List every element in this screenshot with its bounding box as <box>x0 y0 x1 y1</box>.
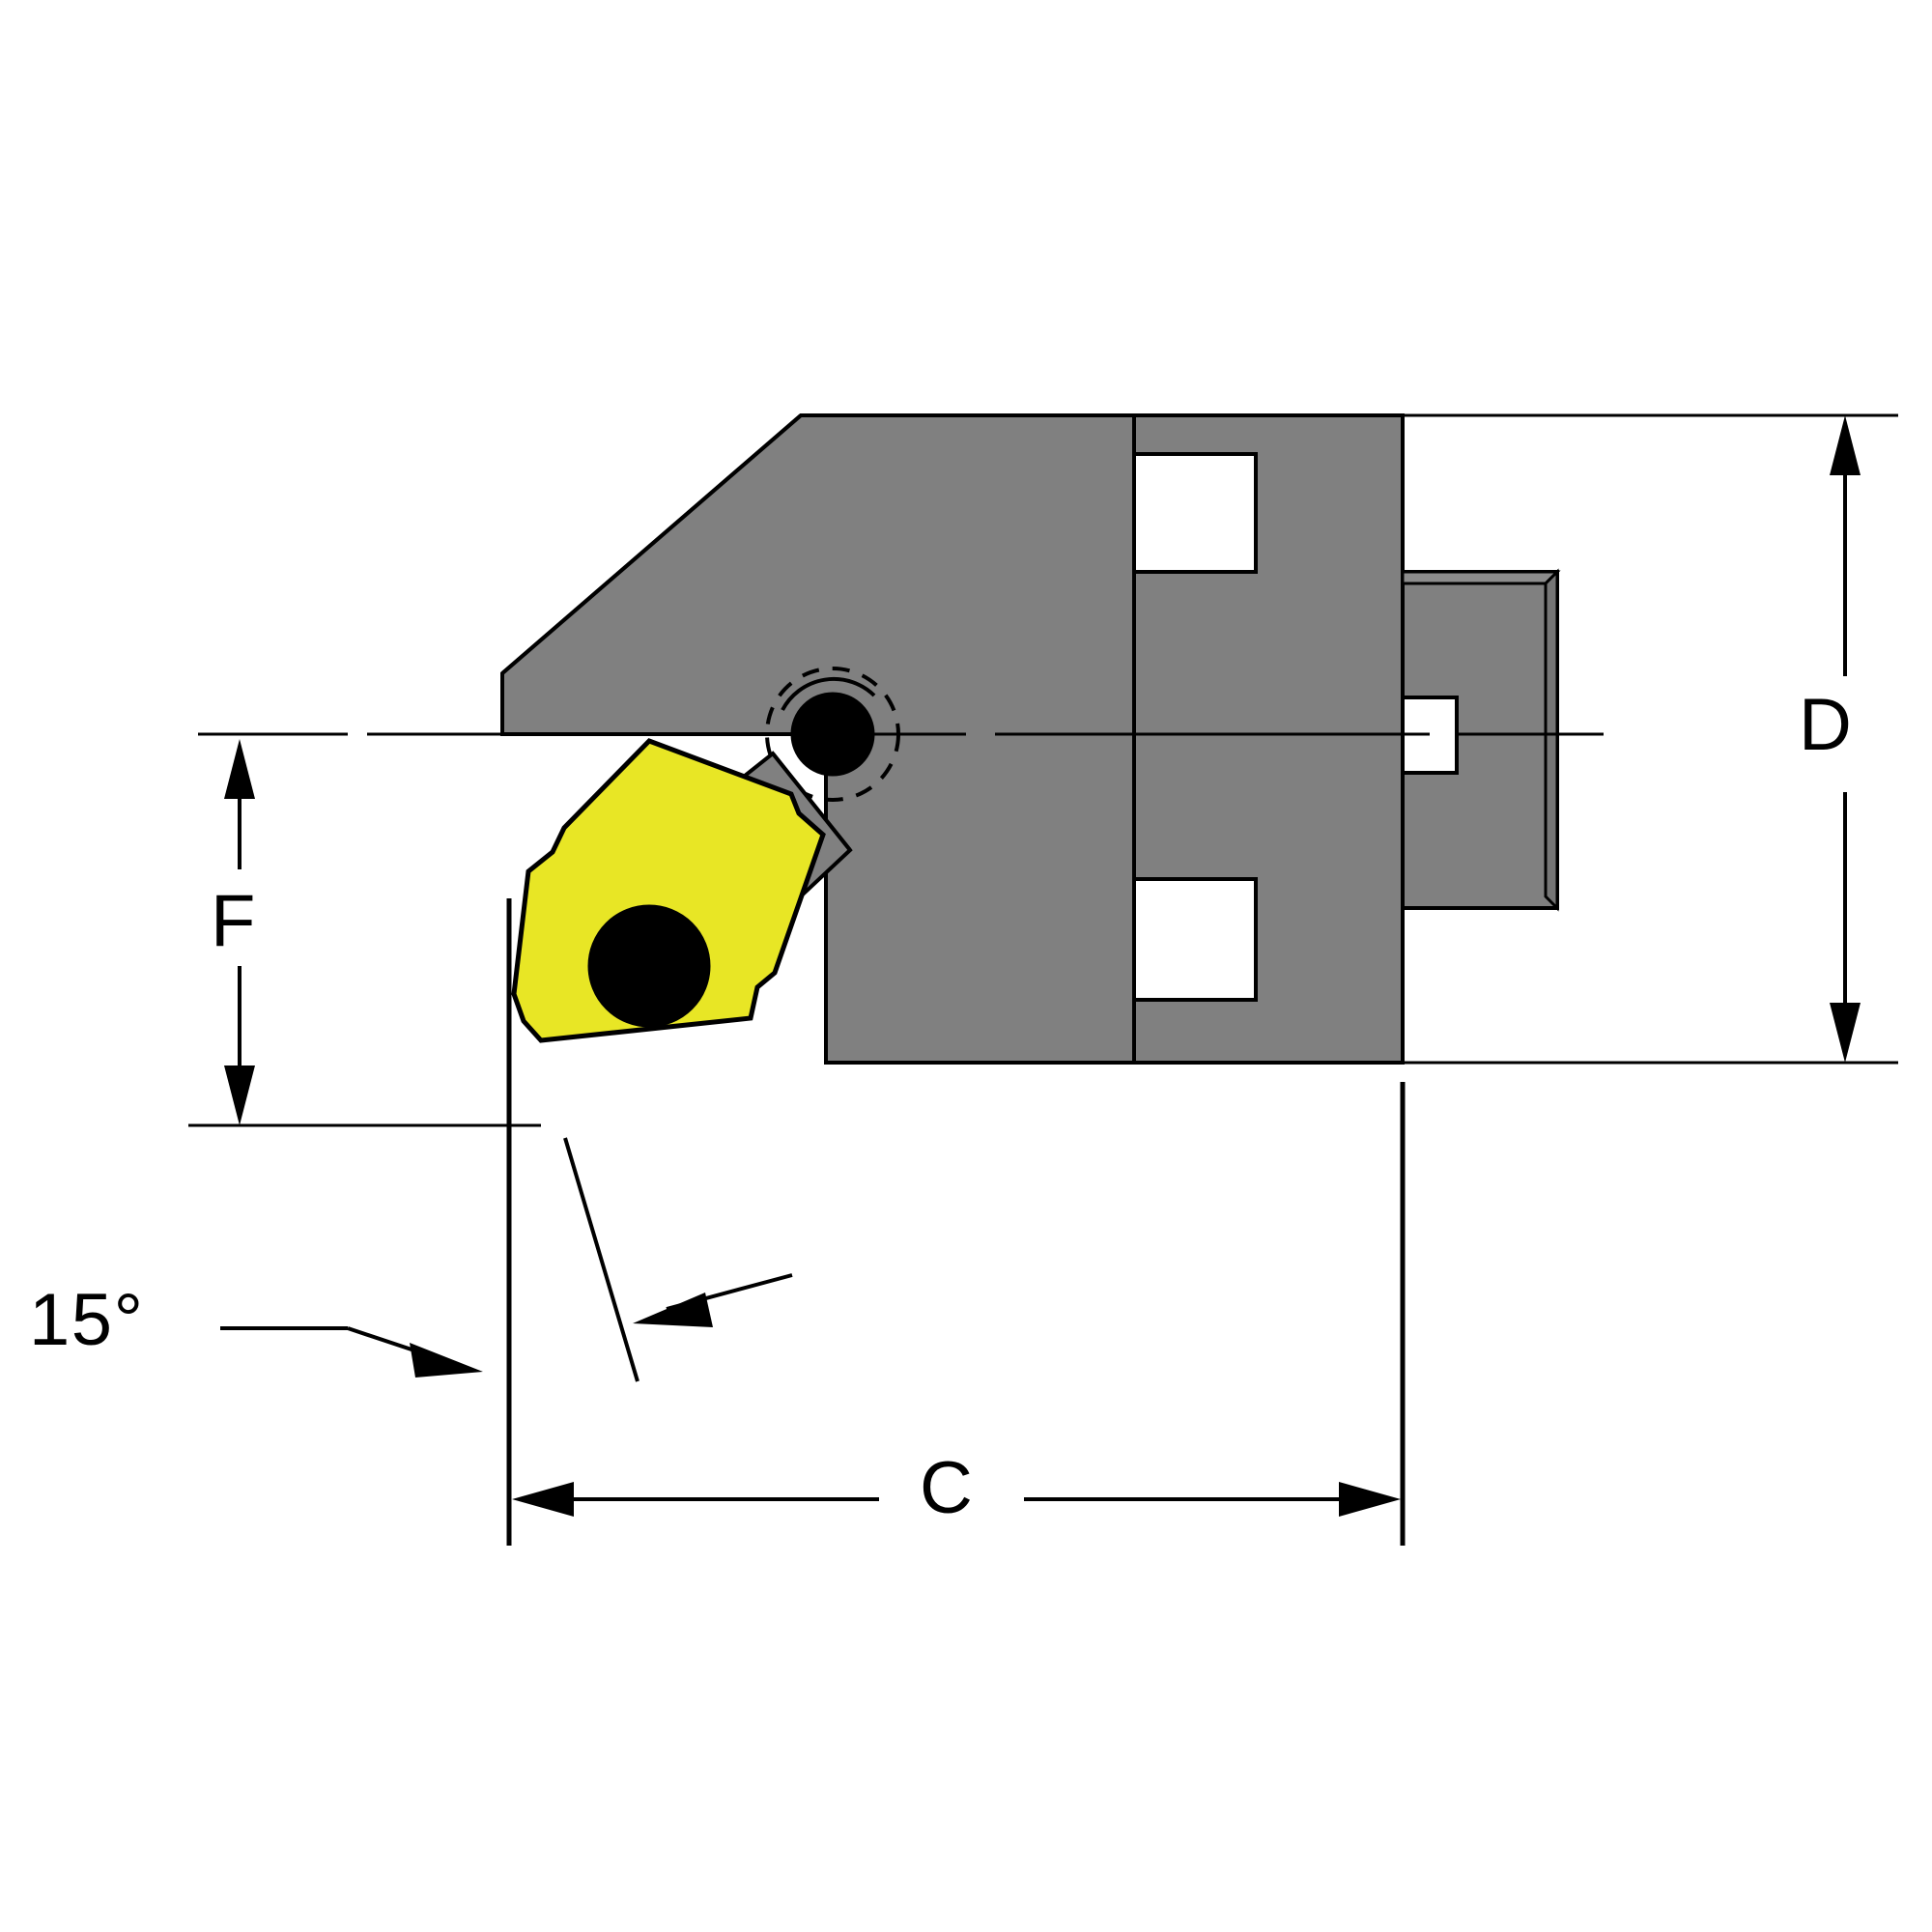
shank-slot-bottom <box>1132 877 1258 1002</box>
dimension-line-f <box>188 732 541 1127</box>
dimension-label-d: D <box>1799 684 1854 766</box>
carbide-insert-shape <box>511 738 826 1043</box>
dimension-line-c <box>506 898 1406 1546</box>
dimension-label-f: F <box>211 880 257 962</box>
dimension-label-c: C <box>920 1447 975 1529</box>
lead-angle-label: 15° <box>29 1279 145 1361</box>
dimension-line-d <box>1403 413 1898 1065</box>
angle-leader-line <box>220 1137 793 1382</box>
shank-slot-top <box>1132 452 1258 574</box>
